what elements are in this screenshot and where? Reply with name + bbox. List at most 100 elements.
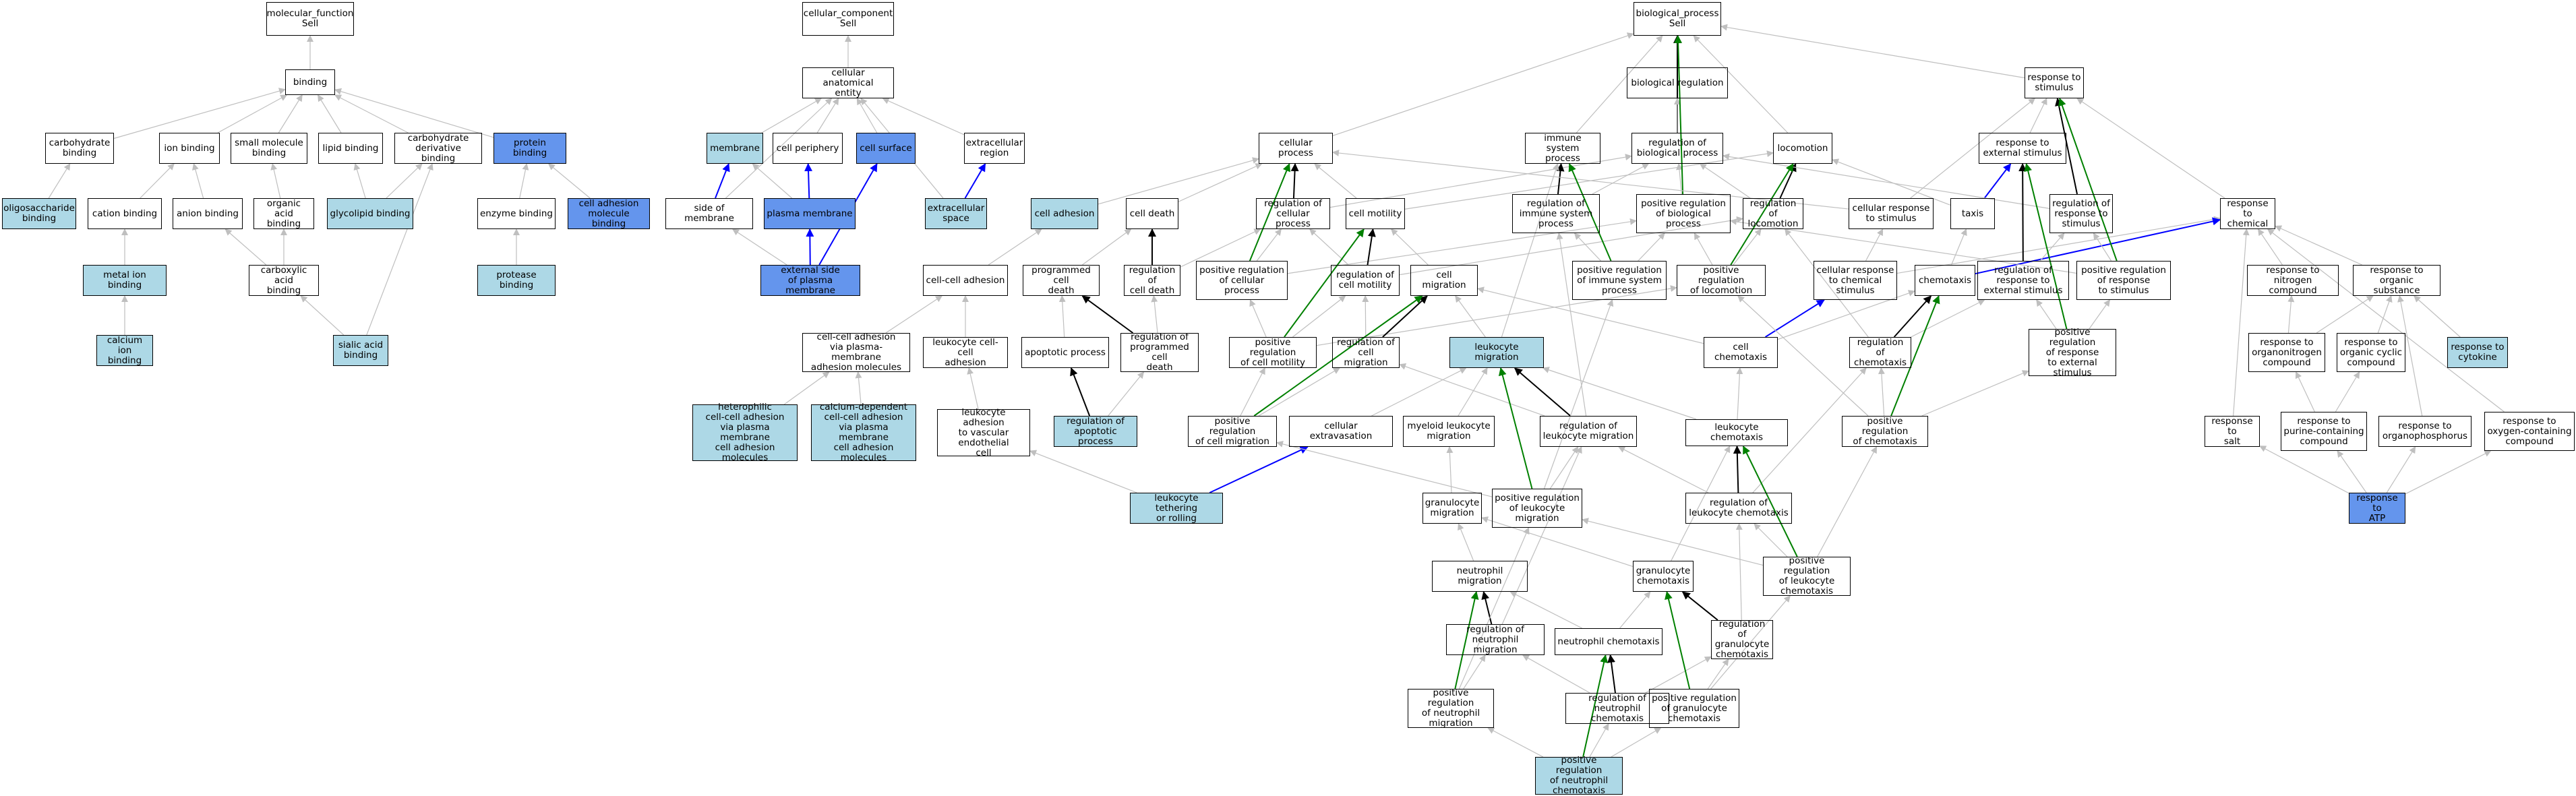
node-response-to-organonitrogen-compound[interactable]: response to organonitrogen compound (2248, 333, 2325, 372)
node-regulation-of-programmed-cell-death[interactable]: regulation of programmed cell death (1120, 332, 1199, 373)
node-positive-regulation-of-locomotion[interactable]: positive regulation of locomotion (1677, 265, 1766, 296)
node-protease-binding[interactable]: protease binding (477, 265, 556, 296)
node-leukocyte-migration[interactable]: leukocyte migration (1449, 337, 1544, 368)
node-extracellular-region[interactable]: extracellular region (964, 133, 1025, 164)
node-cell-periphery[interactable]: cell periphery (773, 133, 843, 164)
node-regulation-of-cell-motility[interactable]: regulation of cell motility (1331, 265, 1400, 296)
node-positive-regulation-of-leukocyte-migration[interactable]: positive regulation of leukocyte migrati… (1492, 489, 1582, 528)
node-response-to-organic-substance[interactable]: response to organic substance (2353, 265, 2440, 296)
node-cell-migration[interactable]: cell migration (1410, 265, 1478, 296)
node-small-molecule-binding[interactable]: small molecule binding (231, 133, 307, 164)
node-positive-regulation-of-response-to-external-stimulus[interactable]: positive regulation of response to exter… (2029, 327, 2116, 377)
node-positive-regulation-of-granulocyte-chemotaxis[interactable]: positive regulation of granulocyte chemo… (1649, 689, 1739, 728)
node-calcium-ion-binding[interactable]: calcium ion binding (96, 335, 153, 366)
node-immune-system-process[interactable]: immune system process (1525, 133, 1600, 164)
node-programmed-cell-death[interactable]: programmed cell death (1023, 265, 1100, 296)
node-response-to-organophosphorus[interactable]: response to organophosphorus (2378, 416, 2472, 447)
node-cation-binding[interactable]: cation binding (88, 198, 162, 229)
node-positive-regulation-of-neutrophil-migration[interactable]: positive regulation of neutrophil migrat… (1408, 688, 1494, 729)
node-enzyme-binding[interactable]: enzyme binding (477, 198, 556, 229)
node-response-to-cytokine[interactable]: response to cytokine (2447, 337, 2508, 368)
node-regulation-of-granulocyte-chemotaxis[interactable]: regulation of granulocyte chemotaxis (1711, 619, 1773, 660)
node-regulation-of-response-to-external-stimulus[interactable]: regulation of response to external stimu… (1977, 261, 2069, 300)
node-molecular-function[interactable]: molecular_function Sell (266, 2, 354, 36)
node-cellular-process[interactable]: cellular process (1259, 133, 1333, 164)
node-regulation-of-leukocyte-migration[interactable]: regulation of leukocyte migration (1540, 416, 1637, 447)
node-response-to-organic-cyclic-compound[interactable]: response to organic cyclic compound (2337, 333, 2405, 372)
node-glycolipid-binding[interactable]: glycolipid binding (327, 198, 413, 229)
node-response-to-stimulus[interactable]: response to stimulus (2025, 67, 2084, 98)
node-apoptotic-process[interactable]: apoptotic process (1021, 337, 1109, 368)
node-positive-regulation-of-neutrophil-chemotaxis[interactable]: positive regulation of neutrophil chemot… (1535, 756, 1623, 796)
node-calcium-dependent-cell-cell-adhesion[interactable]: calcium-dependent cell-cell adhesion via… (811, 402, 916, 463)
node-cell-adhesion-molecule-binding[interactable]: cell adhesion molecule binding (568, 198, 650, 229)
node-carboxylic-acid-binding[interactable]: carboxylic acid binding (249, 265, 319, 296)
node-response-to-external-stimulus[interactable]: response to external stimulus (1979, 133, 2066, 164)
node-sialic-acid-binding[interactable]: sialic acid binding (333, 335, 388, 366)
node-protein-binding[interactable]: protein binding (493, 133, 566, 164)
node-binding[interactable]: binding (285, 69, 335, 95)
node-cell-death[interactable]: cell death (1126, 198, 1178, 229)
node-biological-process[interactable]: biological_process Sell (1634, 2, 1721, 36)
node-cell-adhesion[interactable]: cell adhesion (1031, 198, 1098, 229)
node-cellular-component[interactable]: cellular_component Sell (802, 2, 894, 36)
node-lipid-binding[interactable]: lipid binding (318, 133, 383, 164)
node-granulocyte-chemotaxis[interactable]: granulocyte chemotaxis (1633, 561, 1694, 592)
node-cell-cell-adhesion-via-plasma-membrane-adhesion-molecules[interactable]: cell-cell adhesion via plasma-membrane a… (802, 332, 910, 373)
node-regulation-of-leukocyte-chemotaxis[interactable]: regulation of leukocyte chemotaxis (1685, 493, 1792, 524)
node-positive-regulation-of-leukocyte-chemotaxis[interactable]: positive regulation of leukocyte chemota… (1763, 556, 1851, 596)
node-carbohydrate-binding[interactable]: carbohydrate binding (45, 133, 114, 164)
node-cellular-extravasation[interactable]: cellular extravasation (1289, 416, 1393, 447)
node-regulation-of-immune-system-process[interactable]: regulation of immune system process (1512, 194, 1600, 233)
node-positive-regulation-of-chemotaxis[interactable]: positive regulation of chemotaxis (1842, 416, 1928, 447)
node-regulation-of-biological-process[interactable]: regulation of biological process (1631, 133, 1723, 164)
node-chemotaxis[interactable]: chemotaxis (1915, 265, 1975, 296)
node-carbohydrate-derivative-binding[interactable]: carbohydrate derivative binding (394, 133, 482, 164)
node-regulation-of-cell-migration[interactable]: regulation of cell migration (1332, 337, 1400, 368)
node-cellular-response-to-chemical-stimulus[interactable]: cellular response to chemical stimulus (1814, 261, 1897, 300)
node-neutrophil-chemotaxis[interactable]: neutrophil chemotaxis (1555, 628, 1663, 655)
node-positive-regulation-of-cell-motility[interactable]: positive regulation of cell motility (1229, 337, 1317, 368)
node-response-to-atp[interactable]: response to ATP (2349, 493, 2405, 524)
node-regulation-of-response-to-stimulus[interactable]: regulation of response to stimulus (2049, 194, 2113, 233)
node-myeloid-leukocyte-migration[interactable]: myeloid leukocyte migration (1403, 416, 1495, 447)
node-cell-motility[interactable]: cell motility (1346, 198, 1405, 229)
node-regulation-of-neutrophil-migration[interactable]: regulation of neutrophil migration (1446, 624, 1545, 655)
node-response-to-nitrogen-compound[interactable]: response to nitrogen compound (2247, 265, 2339, 296)
node-regulation-of-chemotaxis[interactable]: regulation of chemotaxis (1849, 337, 1911, 368)
node-leukocyte-adhesion-to-vascular-endothelial-cell[interactable]: leukocyte adhesion to vascular endotheli… (937, 407, 1030, 458)
node-response-to-oxygen-containing-compound[interactable]: response to oxygen-containing compound (2484, 412, 2575, 451)
node-anion-binding[interactable]: anion binding (173, 198, 243, 229)
node-positive-regulation-of-biological-process[interactable]: positive regulation of biological proces… (1636, 194, 1731, 233)
node-locomotion[interactable]: locomotion (1773, 133, 1832, 164)
node-positive-regulation-of-response-to-stimulus[interactable]: positive regulation of response to stimu… (2076, 261, 2171, 300)
node-granulocyte-migration[interactable]: granulocyte migration (1422, 493, 1482, 524)
node-positive-regulation-of-cell-migration[interactable]: positive regulation of cell migration (1188, 416, 1277, 447)
node-cellular-response-to-stimulus[interactable]: cellular response to stimulus (1849, 198, 1934, 229)
node-leukocyte-tethering-or-rolling[interactable]: leukocyte tethering or rolling (1130, 493, 1223, 524)
node-ion-binding[interactable]: ion binding (159, 133, 220, 164)
node-positive-regulation-of-cellular-process[interactable]: positive regulation of cellular process (1196, 261, 1288, 300)
node-response-to-chemical[interactable]: response to chemical (2220, 198, 2275, 229)
node-regulation-of-neutrophil-chemotaxis[interactable]: regulation of neutrophil chemotaxis (1565, 693, 1669, 724)
node-external-side-of-plasma-membrane[interactable]: external side of plasma membrane (760, 265, 860, 296)
node-metal-ion-binding[interactable]: metal ion binding (83, 265, 167, 296)
node-positive-regulation-of-immune-system-process[interactable]: positive regulation of immune system pro… (1572, 261, 1667, 300)
node-leukocyte-chemotaxis[interactable]: leukocyte chemotaxis (1685, 419, 1788, 446)
node-biological-regulation[interactable]: biological regulation (1627, 67, 1728, 98)
node-regulation-of-cell-death[interactable]: regulation of cell death (1124, 265, 1180, 296)
node-cellular-anatomical-entity[interactable]: cellular anatomical entity (802, 67, 894, 98)
node-heterophilic-cell-cell-adhesion[interactable]: heterophilic cell-cell adhesion via plas… (692, 402, 798, 463)
node-cell-chemotaxis[interactable]: cell chemotaxis (1704, 337, 1778, 368)
node-neutrophil-migration[interactable]: neutrophil migration (1432, 561, 1528, 592)
node-leukocyte-cell-cell-adhesion[interactable]: leukocyte cell-cell adhesion (923, 337, 1008, 368)
node-response-to-salt[interactable]: response to salt (2205, 416, 2260, 447)
node-regulation-of-locomotion[interactable]: regulation of locomotion (1743, 198, 1803, 229)
node-response-to-purine-containing-compound[interactable]: response to purine-containing compound (2281, 412, 2367, 451)
node-plasma-membrane[interactable]: plasma membrane (764, 198, 856, 229)
node-cell-cell-adhesion[interactable]: cell-cell adhesion (923, 265, 1008, 296)
node-side-of-membrane[interactable]: side of membrane (665, 198, 753, 229)
node-extracellular-space[interactable]: extracellular space (925, 198, 987, 229)
node-regulation-of-cellular-process[interactable]: regulation of cellular process (1256, 198, 1330, 229)
node-taxis[interactable]: taxis (1950, 198, 1995, 229)
